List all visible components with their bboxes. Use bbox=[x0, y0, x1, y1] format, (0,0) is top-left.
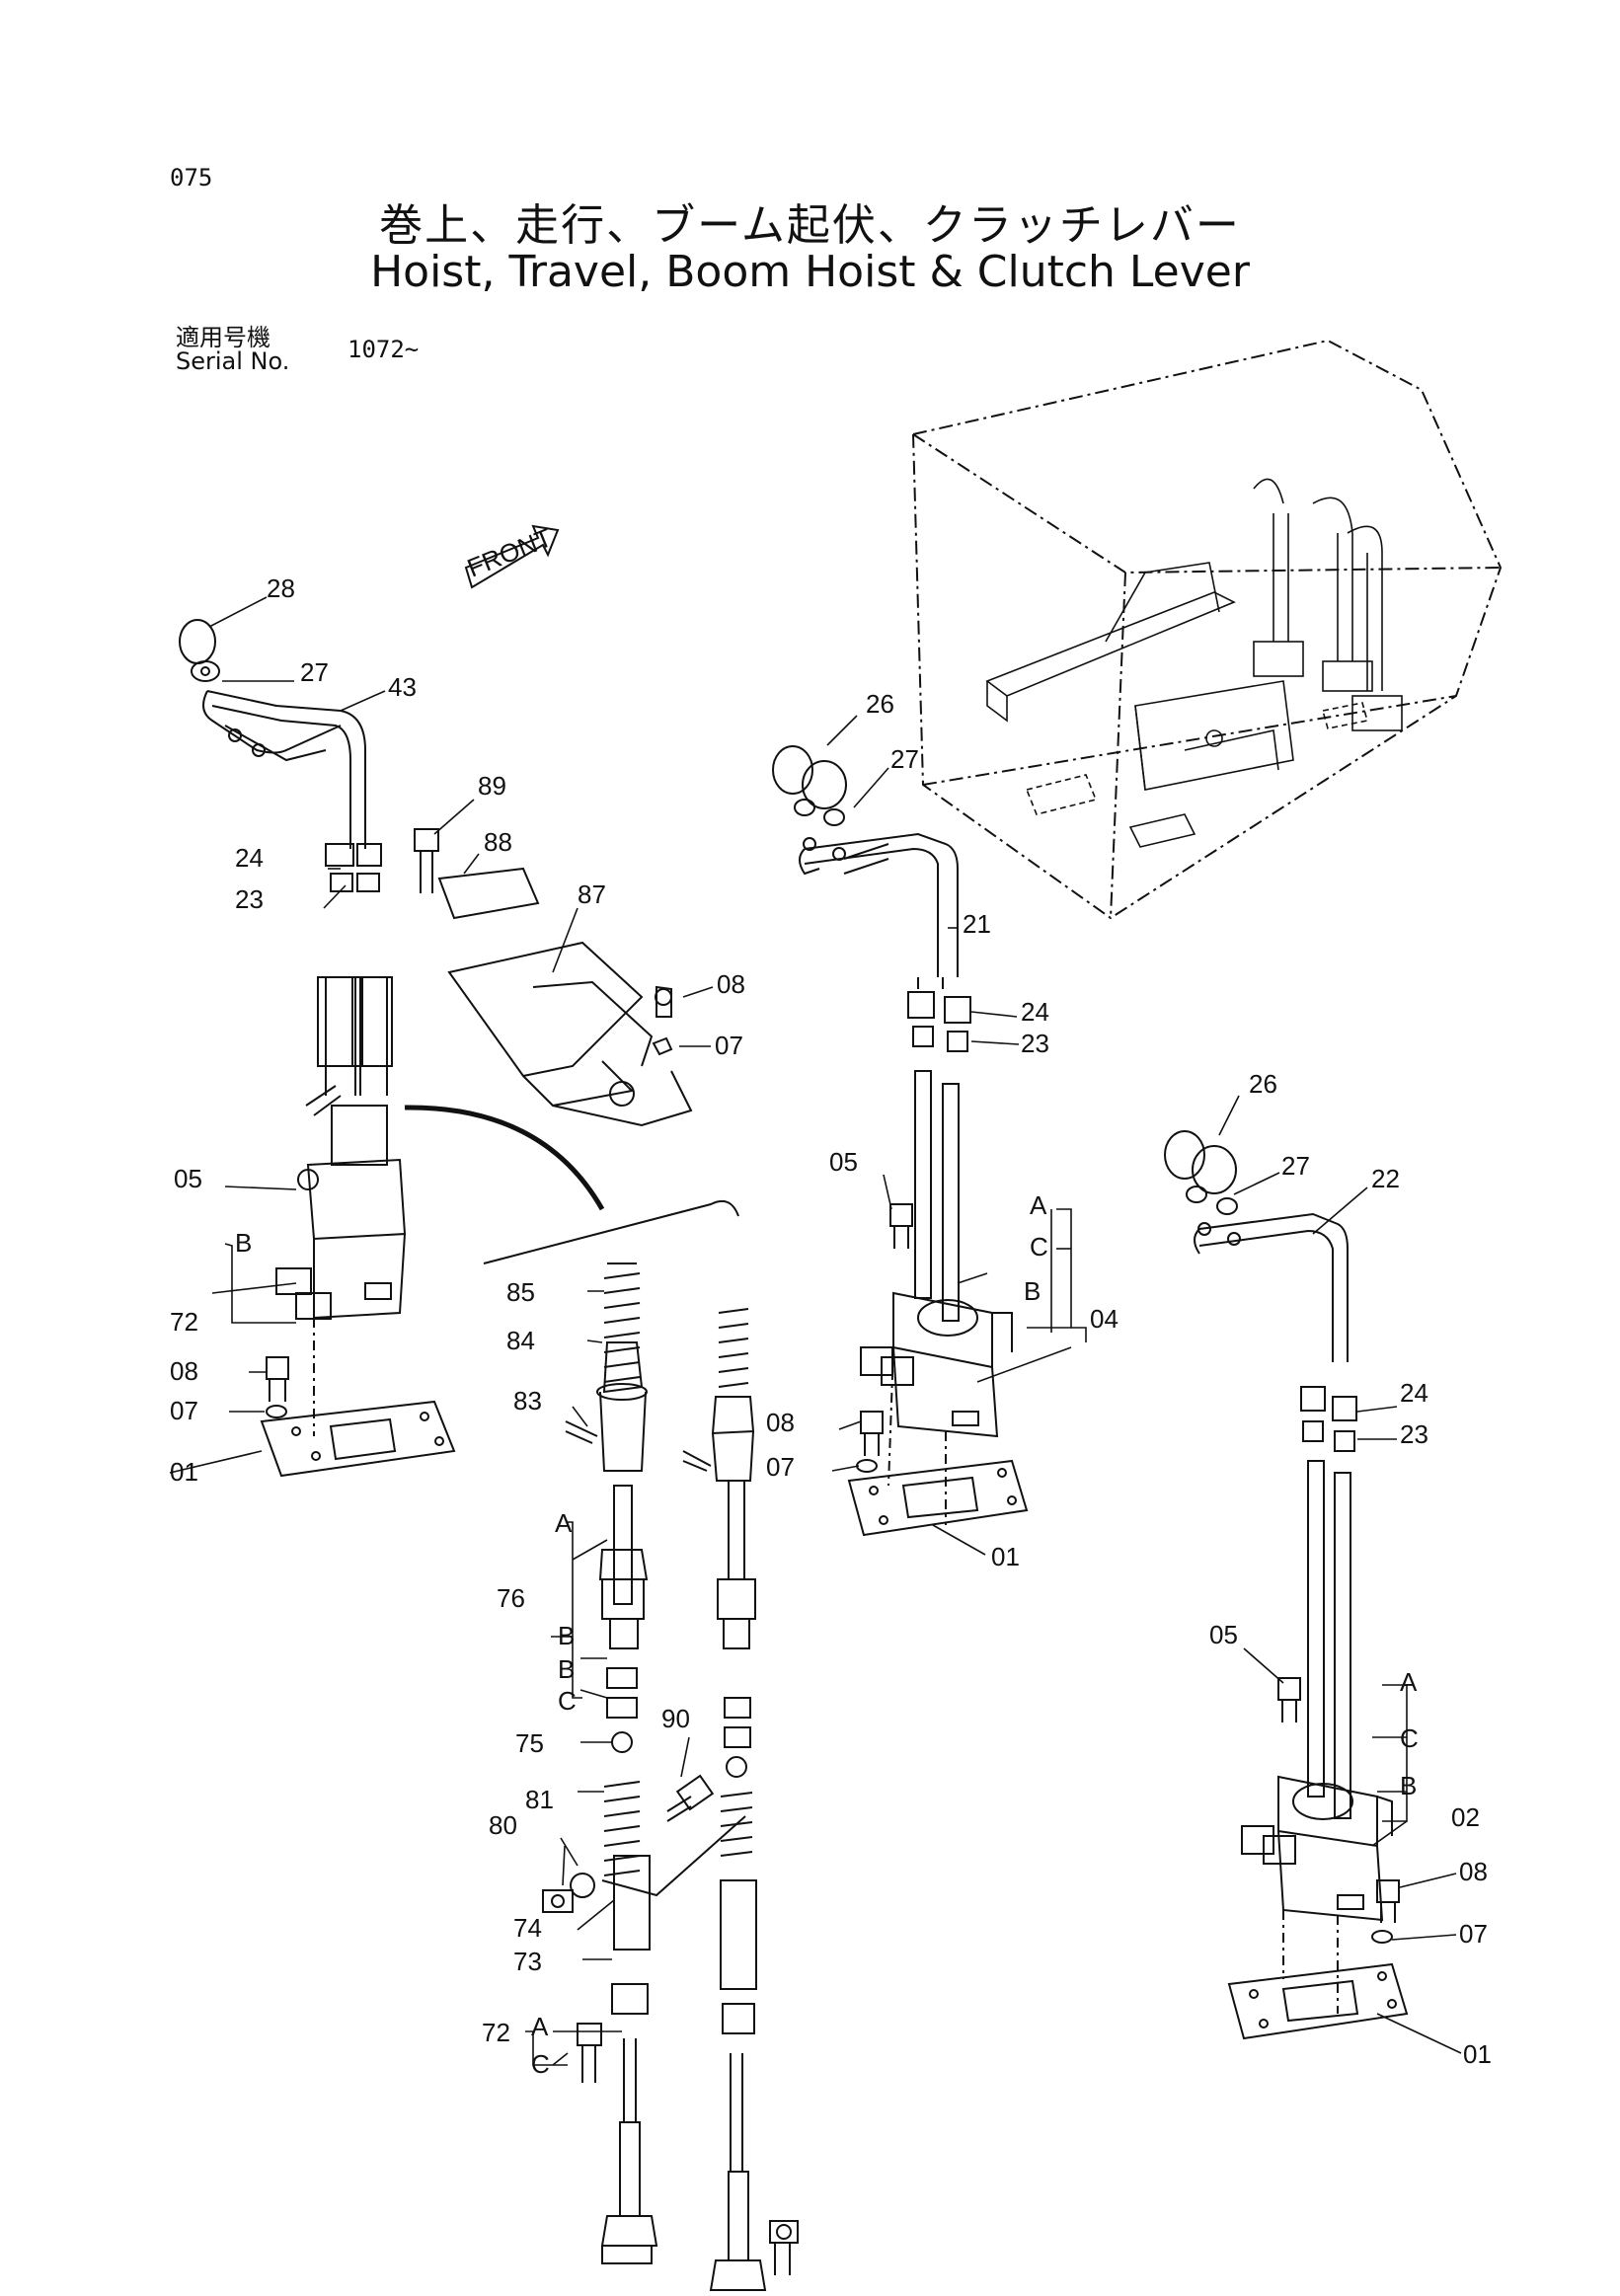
part-label-08: 08 bbox=[717, 969, 745, 999]
part-label-08: 08 bbox=[766, 1408, 795, 1437]
part-label-07: 07 bbox=[1459, 1919, 1488, 1949]
exploded-parts-stack-left bbox=[542, 1263, 746, 2264]
right-lever-assembly bbox=[1164, 1130, 1409, 2040]
part-label-72: 72 bbox=[170, 1307, 198, 1337]
part-label-24: 24 bbox=[1021, 997, 1049, 1027]
middle-lever-assembly bbox=[772, 745, 1029, 1537]
part-label-b: B bbox=[558, 1621, 575, 1650]
front-marker-label: FRONT bbox=[463, 522, 556, 582]
part-label-a: A bbox=[531, 2012, 549, 2041]
part-label-28: 28 bbox=[267, 574, 295, 603]
part-label-26: 26 bbox=[866, 689, 894, 719]
part-label-81: 81 bbox=[525, 1785, 554, 1814]
exploded-view-bracket bbox=[483, 1200, 739, 1264]
part-label-73: 73 bbox=[513, 1947, 542, 1976]
part-label-76: 76 bbox=[497, 1583, 525, 1613]
part-label-a: A bbox=[1030, 1190, 1047, 1220]
part-label-43: 43 bbox=[388, 672, 417, 702]
part-label-c: C bbox=[1400, 1723, 1419, 1753]
part-label-07: 07 bbox=[170, 1396, 198, 1425]
part-label-72: 72 bbox=[482, 2018, 510, 2047]
left-lever-assembly bbox=[179, 619, 456, 1478]
cab-lever-miniatures bbox=[1253, 478, 1403, 731]
exploded-parts-stack-right bbox=[666, 1308, 799, 2291]
part-label-05: 05 bbox=[829, 1147, 858, 1177]
part-label-84: 84 bbox=[506, 1326, 535, 1355]
leader-arrow bbox=[404, 1105, 605, 1211]
part-label-80: 80 bbox=[489, 1810, 517, 1840]
page-number: 075 bbox=[170, 164, 213, 191]
part-label-87: 87 bbox=[578, 880, 606, 909]
part-label-24: 24 bbox=[235, 843, 264, 873]
part-label-26: 26 bbox=[1249, 1069, 1277, 1099]
part-label-27: 27 bbox=[1281, 1151, 1310, 1181]
front-direction-marker: FRONT bbox=[463, 522, 560, 589]
part-label-04: 04 bbox=[1090, 1304, 1119, 1334]
serial-label: 適用号機 Serial No. bbox=[176, 326, 289, 373]
part-label-b: B bbox=[1024, 1276, 1041, 1306]
part-label-07: 07 bbox=[715, 1031, 743, 1060]
part-label-21: 21 bbox=[963, 909, 991, 939]
part-label-05: 05 bbox=[174, 1164, 202, 1193]
part-label-02: 02 bbox=[1451, 1802, 1480, 1832]
part-label-27: 27 bbox=[890, 744, 919, 774]
part-label-27: 27 bbox=[300, 657, 329, 687]
leader-lines bbox=[169, 596, 1462, 2066]
part-label-b: B bbox=[235, 1228, 252, 1258]
part-label-85: 85 bbox=[506, 1277, 535, 1307]
part-label-74: 74 bbox=[513, 1913, 542, 1943]
part-label-a: A bbox=[1400, 1667, 1418, 1697]
serial-label-japanese: 適用号機 bbox=[176, 324, 270, 351]
part-labels: 28 27 43 24 23 89 88 87 08 07 05 B 72 08… bbox=[170, 574, 1492, 2079]
part-label-01: 01 bbox=[1463, 2039, 1492, 2069]
part-label-89: 89 bbox=[478, 771, 506, 801]
part-label-a: A bbox=[555, 1508, 573, 1538]
part-label-23: 23 bbox=[1400, 1419, 1428, 1449]
serial-label-english: Serial No. bbox=[176, 347, 290, 375]
part-label-90: 90 bbox=[661, 1704, 690, 1733]
cab-interior bbox=[985, 562, 1369, 848]
part-label-88: 88 bbox=[484, 827, 512, 857]
operator-cab-illustration bbox=[912, 339, 1503, 920]
part-label-24: 24 bbox=[1400, 1378, 1428, 1408]
part-label-01: 01 bbox=[170, 1457, 198, 1487]
serial-number-value: 1072~ bbox=[347, 336, 420, 363]
part-label-23: 23 bbox=[235, 884, 264, 914]
part-label-08: 08 bbox=[1459, 1857, 1488, 1886]
part-label-c: C bbox=[1030, 1232, 1048, 1262]
part-label-01: 01 bbox=[991, 1542, 1020, 1571]
part-label-c: C bbox=[531, 2049, 550, 2079]
part-label-83: 83 bbox=[513, 1386, 542, 1416]
part-label-08: 08 bbox=[170, 1356, 198, 1386]
part-label-b: B bbox=[1400, 1771, 1417, 1800]
part-label-b: B bbox=[558, 1654, 575, 1684]
part-label-05: 05 bbox=[1209, 1620, 1238, 1649]
clutch-lever-bracket bbox=[414, 828, 693, 1127]
part-label-c: C bbox=[558, 1686, 577, 1716]
part-label-22: 22 bbox=[1371, 1164, 1400, 1193]
page-title-japanese: 巻上、走行、ブーム起伏、クラッチレバー bbox=[379, 200, 1241, 251]
part-label-07: 07 bbox=[766, 1452, 795, 1482]
part-label-75: 75 bbox=[515, 1728, 544, 1758]
page-title-english: Hoist, Travel, Boom Hoist & Clutch Lever bbox=[370, 247, 1250, 297]
part-label-23: 23 bbox=[1021, 1029, 1049, 1058]
